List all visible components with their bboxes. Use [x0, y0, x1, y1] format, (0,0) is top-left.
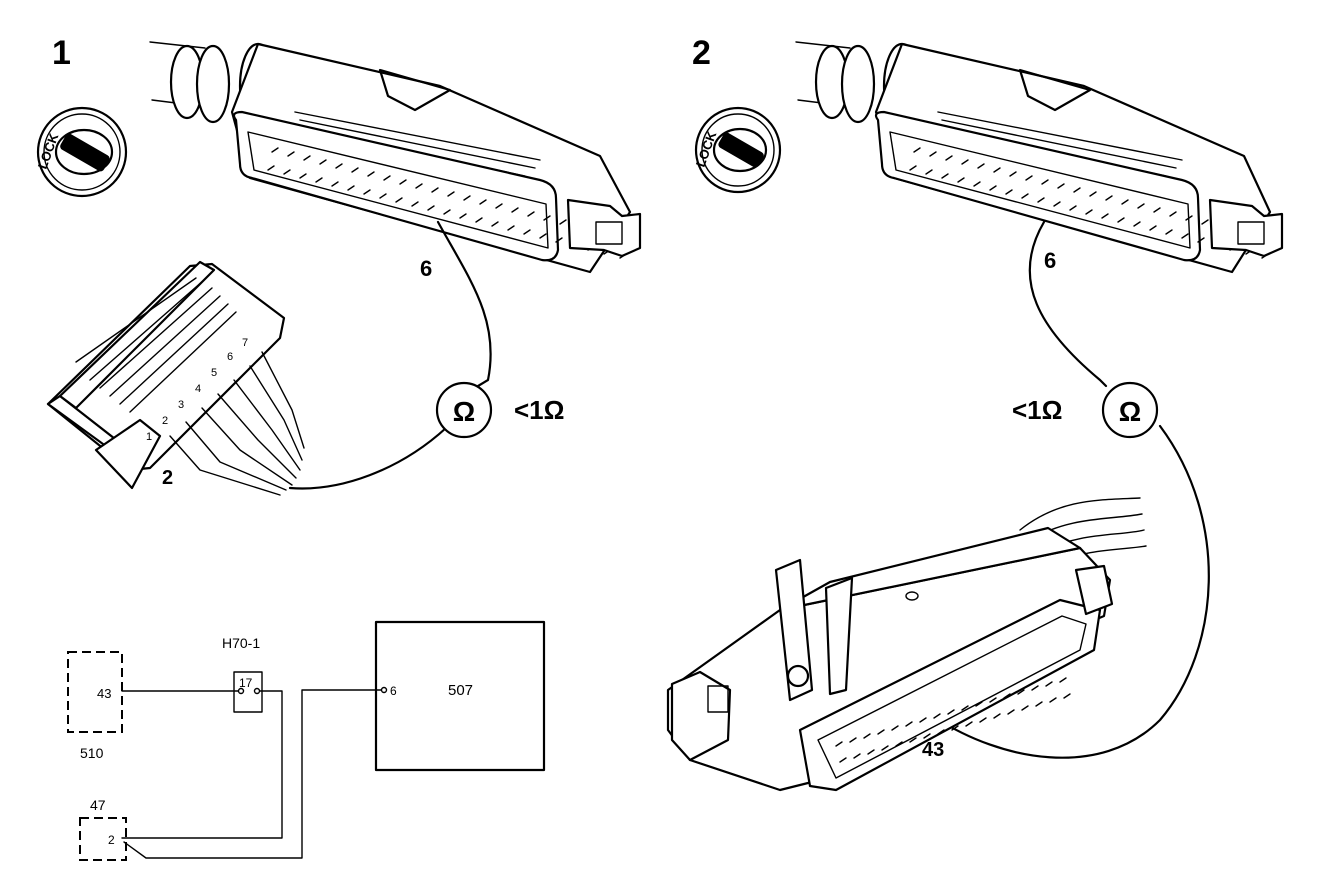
wire-h70-to-507	[121, 690, 283, 839]
panel-2: 2 LOCK 6 Ω	[666, 34, 1284, 792]
connector-h70-1-pin: 17	[239, 676, 253, 690]
ignition-lock-icon: LOCK	[693, 106, 782, 194]
test-adapter: 1 2 3 4 5 6 7	[46, 260, 305, 496]
ecu-harness-connector	[149, 41, 642, 274]
ecu-pin-6-label: 6	[420, 256, 432, 281]
ohmmeter-lead-ecu	[436, 220, 492, 388]
panel-2-number: 2	[692, 34, 711, 72]
ohmmeter-icon: Ω	[1101, 381, 1159, 439]
module-507-box	[374, 620, 546, 772]
meter-reading: <1Ω	[514, 395, 565, 425]
ohmmeter-lead-ecu	[1028, 220, 1108, 388]
component-connector	[666, 497, 1147, 792]
module-507-label: 507	[448, 682, 473, 699]
adapter-pin-5: 5	[211, 367, 217, 379]
connector-pin-43-label: 43	[922, 739, 944, 761]
ohm-symbol: Ω	[453, 396, 475, 427]
module-47-label: 47	[90, 797, 106, 813]
module-47-box	[79, 817, 127, 861]
meter-reading: <1Ω	[1012, 395, 1063, 425]
module-510-box	[67, 651, 123, 733]
ohm-symbol: Ω	[1119, 396, 1141, 427]
module-507-pin: 6	[390, 684, 397, 698]
adapter-pin-1: 1	[146, 431, 152, 443]
ohmmeter-lead-component	[934, 424, 1210, 759]
adapter-pin-4: 4	[195, 383, 201, 395]
panel-1-number: 1	[52, 34, 71, 72]
panel-1: 1 LOCK 6	[35, 34, 642, 496]
ohmmeter-lead-adapter	[288, 426, 448, 490]
connector-h70-1-box	[233, 671, 263, 713]
ecu-harness-connector	[795, 41, 1284, 274]
module-510-pin: 43	[97, 686, 111, 701]
adapter-pin-2: 2	[162, 415, 168, 427]
adapter-pin-3: 3	[178, 399, 184, 411]
wiring-schematic: 43 510 H70-1 17 507 6 47 2	[67, 620, 546, 861]
adapter-pin-6: 6	[227, 351, 233, 363]
module-47-pin: 2	[108, 833, 115, 847]
wire-h70-to-47	[123, 689, 382, 859]
adapter-pin-2-label: 2	[162, 467, 173, 489]
ignition-lock-icon: LOCK	[35, 106, 128, 198]
ecu-pin-6-label: 6	[1044, 248, 1056, 273]
connector-h70-1-label: H70-1	[222, 635, 260, 651]
ohmmeter-icon: Ω	[435, 381, 493, 439]
adapter-pin-7: 7	[242, 337, 248, 349]
module-510-label: 510	[80, 745, 104, 761]
